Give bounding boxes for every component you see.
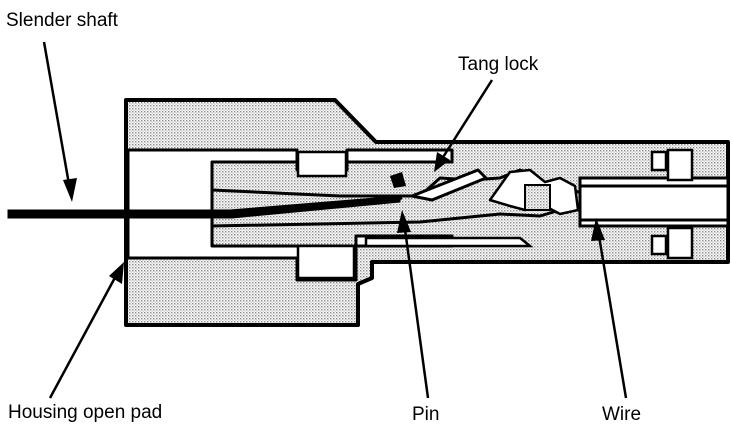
rear-notch-bottom-2	[666, 226, 694, 260]
pin-lower-guide	[364, 236, 534, 248]
housing-open-pad-leader	[48, 271, 120, 399]
label-wire: Wire	[602, 404, 641, 425]
label-housing-open-pad: Housing open pad	[8, 402, 162, 423]
tang-lock-spring	[410, 168, 488, 202]
housing-open-pad-arrowhead	[109, 262, 124, 284]
tang-lock-leader	[438, 79, 494, 163]
slender-shaft	[7, 195, 401, 219]
tang-lock-arrowhead	[434, 152, 450, 172]
pin-arrowhead	[397, 210, 411, 233]
slender-shaft-arrowhead	[63, 178, 77, 202]
housing-pocket-lower	[296, 244, 356, 280]
label-slender-shaft: Slender shaft	[6, 10, 119, 31]
crimp-ring	[524, 184, 551, 211]
wire-arrowhead	[591, 218, 605, 241]
wire-conductor	[578, 184, 730, 222]
label-pin: Pin	[412, 404, 439, 425]
rear-notch-bottom	[650, 234, 668, 256]
label-tang-lock: Tang lock	[458, 54, 539, 75]
housing-pocket-upper	[296, 150, 348, 178]
slender-shaft-leader	[42, 41, 72, 191]
slender-shaft-tip	[229, 196, 403, 216]
rear-notch-top-2	[666, 148, 694, 182]
tang-lock-tip	[390, 172, 406, 188]
wire-leader	[596, 229, 628, 399]
pin-leader	[402, 221, 430, 399]
rear-notch-top	[650, 150, 668, 172]
